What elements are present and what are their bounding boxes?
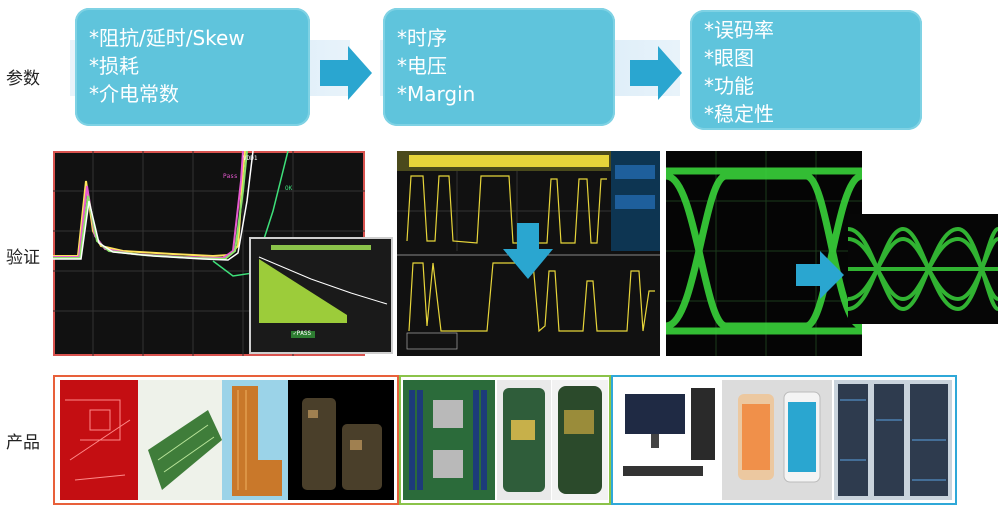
right-arrow-icon [630,46,682,100]
phone-pcb-image [288,380,394,500]
eye-pattern [666,151,862,356]
phone-board-image-1 [497,380,551,500]
tdr-trace-label: VDD1 [243,155,258,162]
down-arrow-icon [503,223,553,279]
stage-line: *阻抗/延时/Skew [89,26,245,50]
phone-board-image-2 [552,380,608,500]
tdr-trace-label: OK [285,185,293,192]
stage-box-impedance: *阻抗/延时/Skew *损耗 *介电常数 [75,8,310,126]
row-label-params: 参数 [6,69,40,89]
stage-line: *电压 [397,54,447,78]
device-product-frame [611,375,957,505]
row-label-verify: 验证 [6,248,40,268]
right-arrow-icon [320,46,372,100]
closed-eye-inset [848,214,998,324]
smartphones-image [722,380,832,500]
pcb-board-image [138,380,222,500]
stage-line: *眼图 [704,46,754,70]
loss-inset: ✓PASS [249,237,393,354]
server-motherboard-image [403,380,495,500]
pcb-layout-image [60,380,138,500]
eye-diagram [666,151,862,356]
tdr-trace-label: Pass [223,173,238,180]
stage-box-ber: *误码率 *眼图 *功能 *稳定性 [690,10,922,130]
board-product-frame [399,375,611,505]
timing-scope [397,151,660,356]
pass-label: ✓PASS [293,330,312,337]
loss-chart [258,245,388,338]
pcb-product-frame [53,375,399,505]
closed-eye-pattern [848,226,998,312]
flex-pcb-image [222,380,288,500]
stage-line: *介电常数 [89,82,179,106]
stage-line: *时序 [397,26,447,50]
server-rack-image [834,380,952,500]
stage-box-timing: *时序 *电压 *Margin [383,8,615,126]
stage-line: *Margin [397,82,476,106]
desktop-computer-image [617,380,721,500]
stage-line: *稳定性 [704,102,774,126]
timing-waveforms [397,151,660,350]
row-label-product: 产品 [6,433,40,453]
stage-line: *损耗 [89,54,139,78]
right-arrow-icon [796,251,844,299]
stage-line: *功能 [704,74,754,98]
stage-line: *误码率 [704,18,774,42]
